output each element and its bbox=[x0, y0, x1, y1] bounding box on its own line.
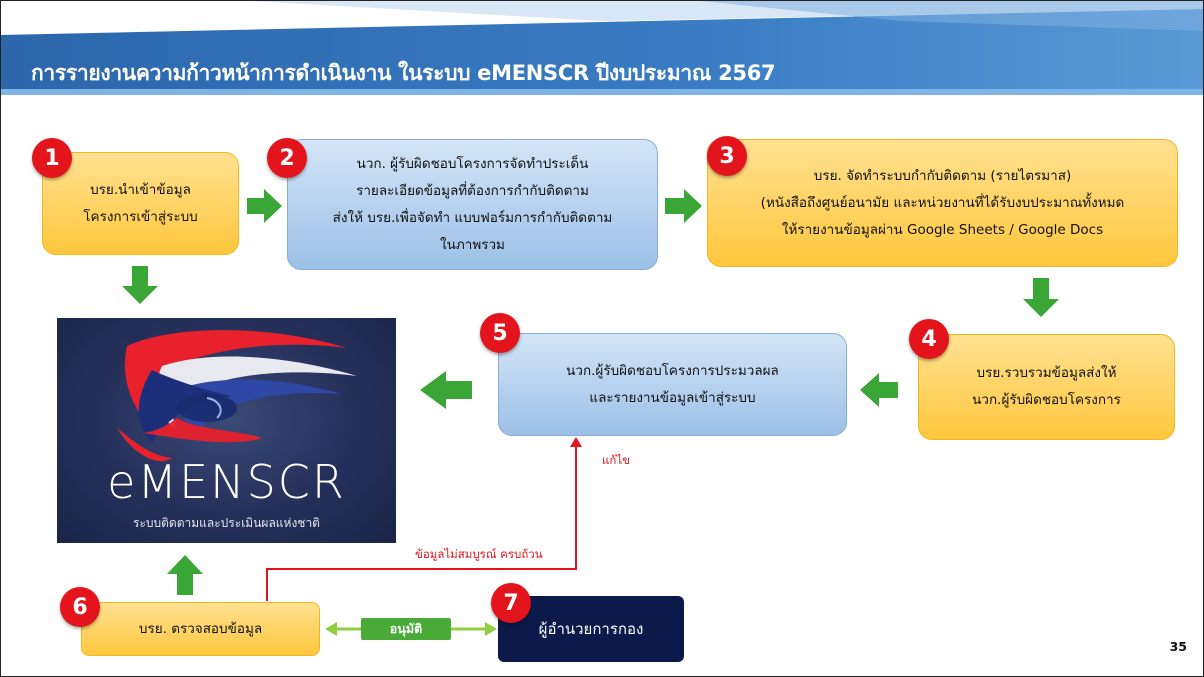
step-2-box: นวก. ผู้รับผิดชอบโครงการจัดทำประเด็น ราย… bbox=[287, 139, 658, 270]
step-4-badge: 4 bbox=[909, 319, 949, 359]
page-number: 35 bbox=[1169, 639, 1187, 654]
page-title: การรายงานความก้าวหน้าการดำเนินงาน ในระบบ… bbox=[31, 61, 776, 85]
step-2-text: นวก. ผู้รับผิดชอบโครงการจัดทำประเด็น ราย… bbox=[332, 155, 613, 253]
feedback-line bbox=[266, 443, 577, 601]
arrow-1-to-logo bbox=[122, 266, 158, 304]
step-7-badge: 7 bbox=[491, 583, 531, 623]
step-1-text: บรย.นำเข้าข้อมูล โครงการเข้าสู่ระบบ bbox=[83, 181, 198, 225]
fix-label: แก้ไข bbox=[602, 453, 631, 467]
step-7-text: ผู้อำนวยการกอง bbox=[538, 619, 644, 638]
arrow-4-to-5 bbox=[860, 373, 898, 407]
header-banner: การรายงานความก้าวหน้าการดำเนินงาน ในระบบ… bbox=[1, 1, 1203, 95]
step-6-box: บรย. ตรวจสอบข้อมูล bbox=[81, 602, 320, 656]
arrow-3-to-4 bbox=[1023, 278, 1059, 317]
logo-wordmark: eMENSCR bbox=[107, 455, 346, 509]
logo-subtitle: ระบบติดตามและประเมินผลแห่งชาติ bbox=[133, 516, 320, 530]
step-3-badge: 3 bbox=[707, 136, 747, 176]
step-5-badge: 5 bbox=[480, 313, 520, 353]
arrow-1-to-2 bbox=[247, 189, 282, 223]
step-3-text: บรย. จัดทำระบบกำกับติดตาม (รายไตรมาส) (ห… bbox=[760, 167, 1125, 238]
step-6-text: บรย. ตรวจสอบข้อมูล bbox=[138, 620, 263, 637]
step-5-box: นวก.ผู้รับผิดชอบโครงการประมวลผล และรายงา… bbox=[498, 333, 847, 436]
step-1-box: บรย.นำเข้าข้อมูล โครงการเข้าสู่ระบบ bbox=[42, 152, 239, 255]
step-5-text: นวก.ผู้รับผิดชอบโครงการประมวลผล และรายงา… bbox=[566, 362, 779, 406]
eye-emblem-icon bbox=[117, 330, 357, 462]
step-1-badge: 1 bbox=[32, 138, 72, 178]
step-2-badge: 2 bbox=[267, 138, 307, 178]
step-4-text: บรย.รวบรวมข้อมูลส่งให้ นวก.ผู้รับผิดชอบโ… bbox=[972, 365, 1121, 408]
approve-arrowhead-right bbox=[485, 622, 497, 636]
step-4-box: บรย.รวบรวมข้อมูลส่งให้ นวก.ผู้รับผิดชอบโ… bbox=[918, 334, 1175, 440]
arrow-6-to-logo bbox=[167, 555, 203, 595]
step-3-box: บรย. จัดทำระบบกำกับติดตาม (รายไตรมาส) (ห… bbox=[707, 139, 1178, 267]
approve-label: อนุมัติ bbox=[361, 618, 451, 640]
arrow-5-to-logo bbox=[420, 371, 472, 409]
feedback-arrowhead bbox=[570, 437, 582, 447]
incomplete-label: ข้อมูลไม่สมบูรณ์ ครบถ้วน bbox=[415, 547, 543, 561]
emenscr-logo: eMENSCR ระบบติดตามและประเมินผลแห่งชาติ bbox=[57, 318, 396, 543]
approve-arrowhead-left bbox=[325, 622, 337, 636]
step-6-badge: 6 bbox=[60, 587, 100, 627]
arrow-2-to-3 bbox=[665, 189, 702, 223]
